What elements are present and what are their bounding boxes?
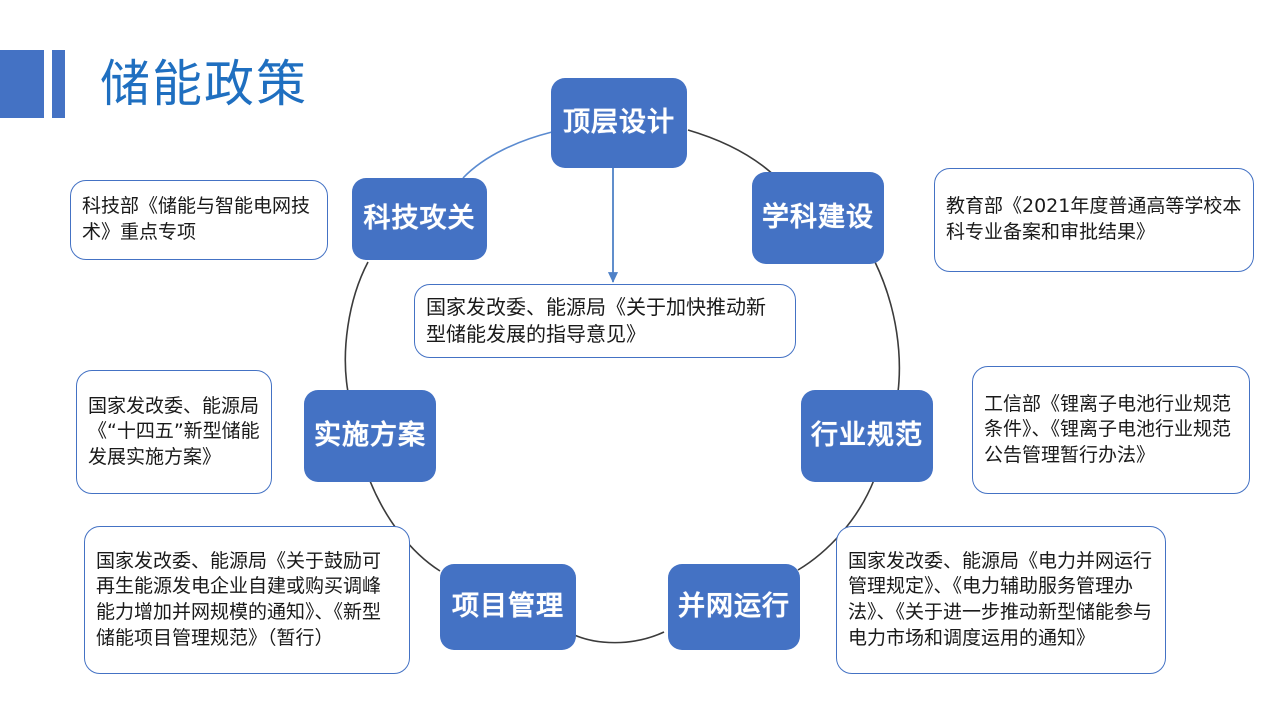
callout-text: 教育部《2021年度普通高等学校本科专业备案和审批结果》 (946, 195, 1242, 243)
arc-discipline-to-industry (874, 261, 901, 393)
arc-topdesign-to-techresearch (462, 131, 553, 179)
callout-tech-research[interactable]: 科技部《储能与智能电网技术》重点专项 (70, 180, 328, 260)
accent-bar-gap (44, 50, 52, 118)
page-title: 储能政策 (100, 55, 308, 113)
callout-industry-standard[interactable]: 工信部《锂离子电池行业规范条件》、《锂离子电池行业规范公告管理暂行办法》 (972, 366, 1250, 494)
page-header: 储能政策 (0, 48, 308, 120)
node-project-management[interactable]: 项目管理 (440, 564, 576, 650)
callout-project-management[interactable]: 国家发改委、能源局《关于鼓励可再生能源发电企业自建或购买调峰能力增加并网规模的通… (84, 526, 410, 674)
node-label: 实施方案 (314, 420, 426, 452)
node-label: 项目管理 (452, 591, 564, 623)
callout-grid-operation[interactable]: 国家发改委、能源局《电力并网运行管理规定》、《电力辅助服务管理办法》、《关于进一… (836, 526, 1166, 674)
node-discipline[interactable]: 学科建设 (752, 172, 884, 264)
node-implementation-plan[interactable]: 实施方案 (304, 390, 436, 482)
callout-text: 国家发改委、能源局《关于加快推动新型储能发展的指导意见》 (426, 295, 766, 346)
callout-text: 工信部《锂离子电池行业规范条件》、《锂离子电池行业规范公告管理暂行办法》 (984, 392, 1232, 466)
callout-text: 科技部《储能与智能电网技术》重点专项 (82, 195, 311, 243)
arc-implementation-to-techresearch (344, 261, 369, 393)
node-tech-research[interactable]: 科技攻关 (352, 178, 487, 260)
callout-text: 国家发改委、能源局《电力并网运行管理规定》、《电力辅助服务管理办法》、《关于进一… (848, 549, 1153, 649)
node-label: 科技攻关 (363, 203, 476, 235)
callout-discipline[interactable]: 教育部《2021年度普通高等学校本科专业备案和审批结果》 (934, 168, 1254, 272)
accent-bar-wide (0, 50, 44, 118)
callout-text: 国家发改委、能源局《“十四五”新型储能发展实施方案》 (88, 394, 260, 468)
node-label: 学科建设 (762, 202, 874, 234)
callout-implementation[interactable]: 国家发改委、能源局《“十四五”新型储能发展实施方案》 (76, 370, 272, 494)
callout-top-design[interactable]: 国家发改委、能源局《关于加快推动新型储能发展的指导意见》 (414, 284, 796, 358)
node-label: 顶层设计 (563, 107, 675, 139)
node-grid-operation[interactable]: 并网运行 (668, 564, 800, 650)
accent-bar-thin (52, 50, 65, 118)
arc-gridop-to-projectmgmt (569, 631, 665, 644)
node-label: 行业规范 (811, 420, 923, 452)
callout-text: 国家发改委、能源局《关于鼓励可再生能源发电企业自建或购买调峰能力增加并网规模的通… (96, 549, 382, 649)
node-label: 并网运行 (678, 591, 790, 623)
node-top-design[interactable]: 顶层设计 (551, 78, 687, 168)
node-industry-standard[interactable]: 行业规范 (801, 390, 933, 482)
